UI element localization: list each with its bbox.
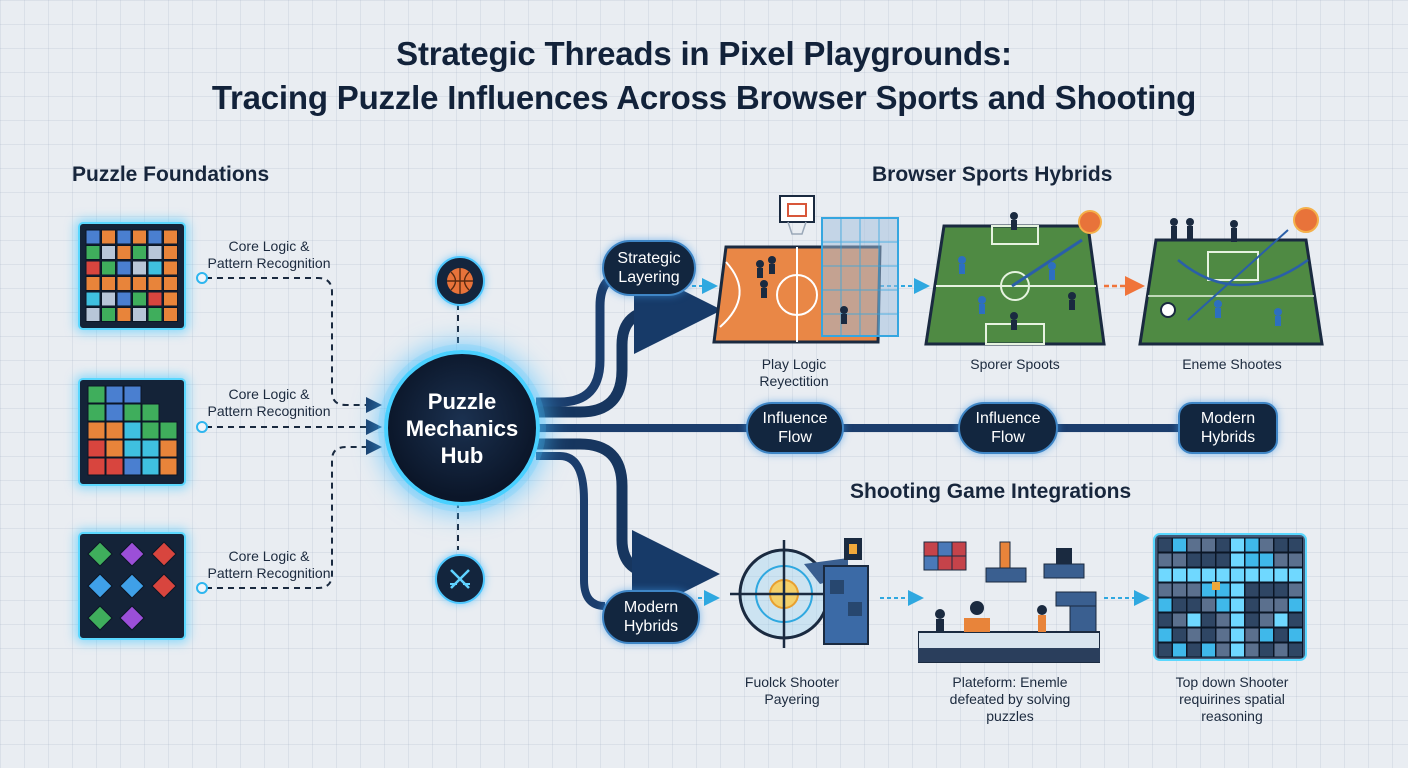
- tetromino-tile: [78, 378, 186, 486]
- gem-match-tile: [78, 532, 186, 640]
- section-title-puzzle: Puzzle Foundations: [72, 163, 269, 187]
- flow-sports: [536, 310, 700, 412]
- flow-modern-left: [536, 456, 605, 606]
- platformer-panel: [918, 534, 1100, 664]
- section-title-shooting: Shooting Game Integrations: [850, 480, 1131, 504]
- foundation-label-2: Core Logic &Pattern Recognition: [194, 386, 344, 420]
- flow-strategic: [536, 275, 625, 402]
- basketball-icon: [435, 256, 485, 306]
- tetromino-icon: [80, 380, 184, 484]
- crosshair-puzzle-panel: [720, 532, 880, 662]
- basketball-court-panel: [704, 192, 904, 350]
- sports-caption-2: Sporer Spoots: [950, 356, 1080, 373]
- sports-caption-3: Eneme Shootes: [1164, 356, 1300, 373]
- crosshair-icon: [435, 554, 485, 604]
- puzzle-grid-tile: [78, 222, 186, 330]
- section-title-sports: Browser Sports Hybrids: [872, 163, 1112, 187]
- soccer-field-panel: [922, 200, 1108, 350]
- foundation-label-1: Core Logic &Pattern Recognition: [194, 238, 344, 272]
- foundation-label-3: Core Logic &Pattern Recognition: [194, 548, 344, 582]
- title-line-1: Strategic Threads in Pixel Playgrounds:: [0, 32, 1408, 76]
- tactical-field-panel: [1138, 200, 1328, 350]
- block-grid-icon: [80, 224, 184, 328]
- page-title: Strategic Threads in Pixel Playgrounds: …: [0, 32, 1408, 120]
- title-line-2: Tracing Puzzle Influences Across Browser…: [0, 76, 1408, 120]
- top-down-shooter-panel: [1152, 532, 1308, 662]
- flow-shooting: [536, 444, 698, 574]
- gem-icon: [80, 534, 184, 638]
